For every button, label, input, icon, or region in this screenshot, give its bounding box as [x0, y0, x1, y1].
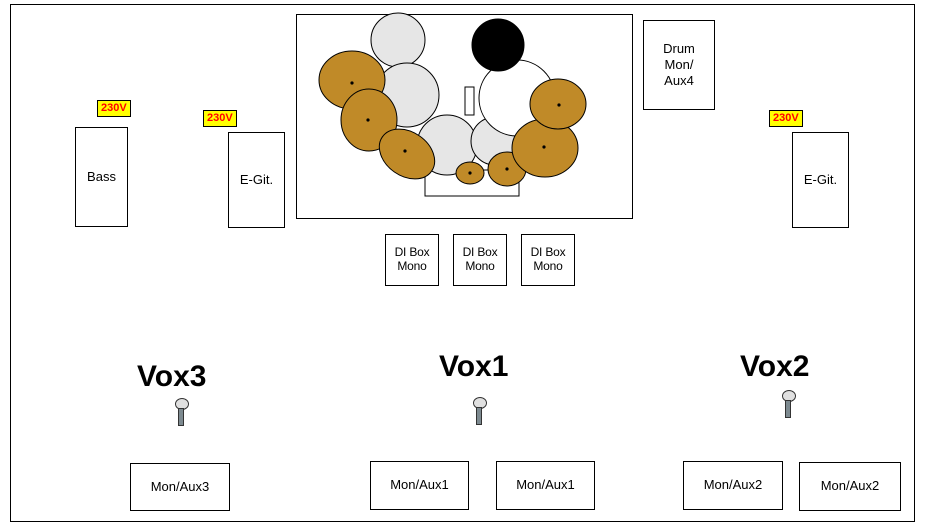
pedal [464, 86, 475, 116]
vocal-label-vox2: Vox2 [740, 350, 810, 383]
di-box-1: DI Box Mono [385, 234, 439, 286]
monitor-aux1-right: Mon/Aux1 [496, 461, 595, 510]
monitor-aux1-left: Mon/Aux1 [370, 461, 469, 510]
microphone-icon-vox2 [782, 390, 796, 420]
egit-amp-right: E-Git. [792, 132, 849, 228]
di-box-3: DI Box Mono [521, 234, 575, 286]
power-label-bass: 230V [97, 100, 131, 117]
monitor-aux2-left: Mon/Aux2 [683, 461, 783, 510]
rack-tom-1 [370, 12, 426, 68]
monitor-aux2-right: Mon/Aux2 [799, 462, 901, 511]
cymbal-hihat [378, 128, 436, 180]
microphone-icon-vox1 [473, 397, 487, 427]
vocal-label-vox1: Vox1 [439, 350, 509, 383]
di-box-2: DI Box Mono [453, 234, 507, 286]
power-label-egit-left: 230V [203, 110, 237, 127]
power-label-egit-right: 230V [769, 110, 803, 127]
microphone-icon-vox3 [175, 398, 189, 428]
drum-monitor: Drum Mon/ Aux4 [643, 20, 715, 110]
egit-amp-left: E-Git. [228, 132, 285, 228]
monitor-aux3: Mon/Aux3 [130, 463, 230, 511]
rack-tom-black [471, 18, 525, 72]
bass-amp: Bass [75, 127, 128, 227]
vocal-label-vox3: Vox3 [137, 360, 207, 393]
